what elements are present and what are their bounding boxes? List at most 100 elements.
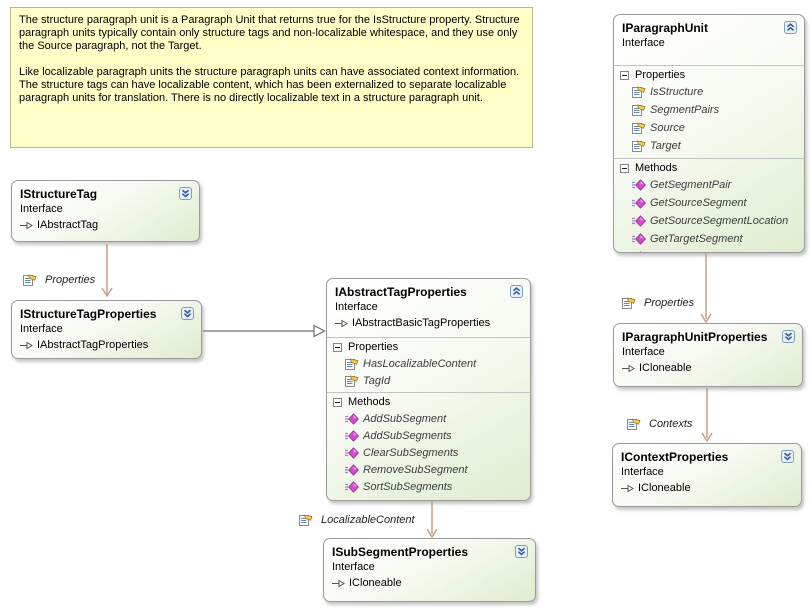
- method-member[interactable]: GetSourceSegmentLocation: [614, 212, 804, 230]
- shape-iparagraphunitproperties[interactable]: IParagraphUnitProperties Interface IClon…: [613, 323, 803, 387]
- method-member[interactable]: AddSubSegment: [327, 410, 530, 427]
- comment-paragraph: The structure paragraph unit is a Paragr…: [19, 14, 520, 52]
- method-member[interactable]: GetSegmentPair: [614, 176, 804, 194]
- method-icon: [632, 233, 646, 245]
- methods-compartment: Methods GetSegmentPair GetSourceSegment …: [614, 159, 804, 253]
- shape-iabstracttagproperties[interactable]: IAbstractTagProperties Interface IAbstra…: [326, 278, 531, 501]
- member-label: TagId: [363, 374, 391, 387]
- shape-icontextproperties[interactable]: IContextProperties Interface ICloneable: [612, 443, 802, 507]
- property-member[interactable]: IsStructure: [614, 83, 804, 101]
- method-icon: [345, 413, 359, 425]
- member-label: GetTargetSegmentLocation: [650, 251, 784, 252]
- section-label: Methods: [348, 396, 391, 408]
- shape-iparagraphunit[interactable]: IParagraphUnit Interface Properties IsSt…: [613, 14, 805, 253]
- member-label: SegmentPairs: [650, 104, 720, 116]
- section-label: Properties: [348, 341, 399, 353]
- inherits-row: IAbstractTag: [20, 217, 175, 233]
- inherits-row: IAbstractBasicTagProperties: [335, 315, 506, 331]
- expand-chevron-icon[interactable]: [515, 545, 528, 558]
- property-member[interactable]: HasLocalizableContent: [327, 355, 530, 372]
- expand-chevron-icon[interactable]: [181, 307, 194, 320]
- member-label: IsStructure: [650, 86, 704, 98]
- inherits-row: ICloneable: [622, 360, 778, 376]
- expand-chevron-icon[interactable]: [179, 187, 192, 200]
- shape-kind: Interface: [332, 561, 375, 573]
- comment-note[interactable]: The structure paragraph unit is a Paragr…: [10, 7, 533, 148]
- shape-kind: Interface: [20, 203, 63, 215]
- method-member[interactable]: ClearSubSegments: [327, 444, 530, 461]
- shape-kind: Interface: [621, 466, 664, 478]
- member-label: RemoveSubSegment: [363, 463, 468, 476]
- shape-isubsegmentproperties[interactable]: ISubSegmentProperties Interface ICloneab…: [323, 538, 536, 602]
- property-icon: [632, 86, 646, 98]
- property-icon: [299, 514, 313, 526]
- collapse-minus-icon[interactable]: [333, 343, 342, 352]
- shape-title: IStructureTagProperties: [20, 307, 157, 321]
- methods-compartment: Methods AddSubSegment AddSubSegments Cle…: [327, 393, 530, 498]
- expand-chevron-icon[interactable]: [782, 330, 795, 343]
- member-label: AddSubSegments: [363, 429, 452, 442]
- property-icon: [627, 418, 641, 430]
- member-label: GetSourceSegmentLocation: [650, 215, 789, 227]
- method-member[interactable]: SortSubSegments: [327, 478, 530, 495]
- property-icon: [345, 375, 359, 387]
- inheritance-arrow-icon: [621, 484, 634, 493]
- properties-compartment: Properties HasLocalizableContent TagId: [327, 338, 530, 392]
- method-icon: [345, 447, 359, 459]
- association-structuretag-to-properties: [101, 244, 113, 298]
- member-label: Target: [650, 140, 681, 152]
- collapse-minus-icon[interactable]: [620, 71, 629, 80]
- connector-label-properties-left[interactable]: Properties: [23, 274, 95, 286]
- expand-chevron-icon[interactable]: [781, 450, 794, 463]
- method-icon: [632, 251, 646, 253]
- association-abstracttagproperties-to-subsegmentproperties: [426, 501, 438, 539]
- inheritance-arrow-icon: [335, 319, 348, 328]
- member-label: SortSubSegments: [363, 480, 453, 493]
- collapse-chevron-icon[interactable]: [510, 285, 523, 298]
- shape-kind: Interface: [20, 323, 63, 335]
- collapse-chevron-icon[interactable]: [784, 21, 797, 34]
- connector-label-contexts[interactable]: Contexts: [627, 418, 692, 430]
- connector-label-localizablecontent[interactable]: LocalizableContent: [299, 514, 415, 526]
- property-member[interactable]: SegmentPairs: [614, 101, 804, 119]
- property-member[interactable]: Target: [614, 137, 804, 155]
- comment-paragraph: Like localizable paragraph units the str…: [19, 66, 520, 104]
- association-paragraphunit-to-properties: [700, 253, 712, 324]
- member-label: GetSegmentPair: [650, 179, 732, 191]
- property-icon: [622, 297, 636, 309]
- method-member[interactable]: AddSubSegments: [327, 427, 530, 444]
- inherits-row: ICloneable: [621, 480, 777, 496]
- association-paragraphunitproperties-to-contextproperties: [701, 388, 713, 443]
- collapse-minus-icon[interactable]: [620, 164, 629, 173]
- member-label: Source: [650, 122, 685, 134]
- inherits-name: IAbstractTagProperties: [37, 339, 149, 351]
- shape-istructuretag[interactable]: IStructureTag Interface IAbstractTag: [11, 180, 200, 242]
- method-icon: [345, 481, 359, 493]
- method-member[interactable]: GetTargetSegment: [614, 230, 804, 248]
- method-member[interactable]: RemoveSubSegment: [327, 461, 530, 478]
- method-icon: [345, 430, 359, 442]
- shape-istructuretagproperties[interactable]: IStructureTagProperties Interface IAbstr…: [11, 300, 202, 359]
- shape-title: IParagraphUnitProperties: [622, 330, 768, 344]
- connector-label-properties-right[interactable]: Properties: [622, 297, 694, 309]
- member-label: GetTargetSegment: [650, 233, 743, 245]
- inherits-name: IAbstractBasicTagProperties: [352, 317, 491, 329]
- inheritance-arrow-icon: [20, 221, 33, 230]
- property-member[interactable]: Source: [614, 119, 804, 137]
- method-icon: [632, 179, 646, 191]
- property-icon: [632, 140, 646, 152]
- collapse-minus-icon[interactable]: [333, 398, 342, 407]
- method-member[interactable]: GetSourceSegment: [614, 194, 804, 212]
- inherits-name: IAbstractTag: [37, 219, 99, 231]
- section-label: Methods: [635, 162, 678, 174]
- inheritance-arrow-icon: [20, 341, 33, 350]
- property-icon: [23, 274, 37, 286]
- method-member[interactable]: GetTargetSegmentLocation: [614, 248, 804, 253]
- shape-title: ISubSegmentProperties: [332, 545, 469, 559]
- shape-title: IParagraphUnit: [622, 21, 709, 35]
- method-icon: [632, 197, 646, 209]
- inherits-name: ICloneable: [349, 577, 402, 589]
- inheritance-arrow-icon: [622, 364, 635, 373]
- property-member[interactable]: TagId: [327, 372, 530, 389]
